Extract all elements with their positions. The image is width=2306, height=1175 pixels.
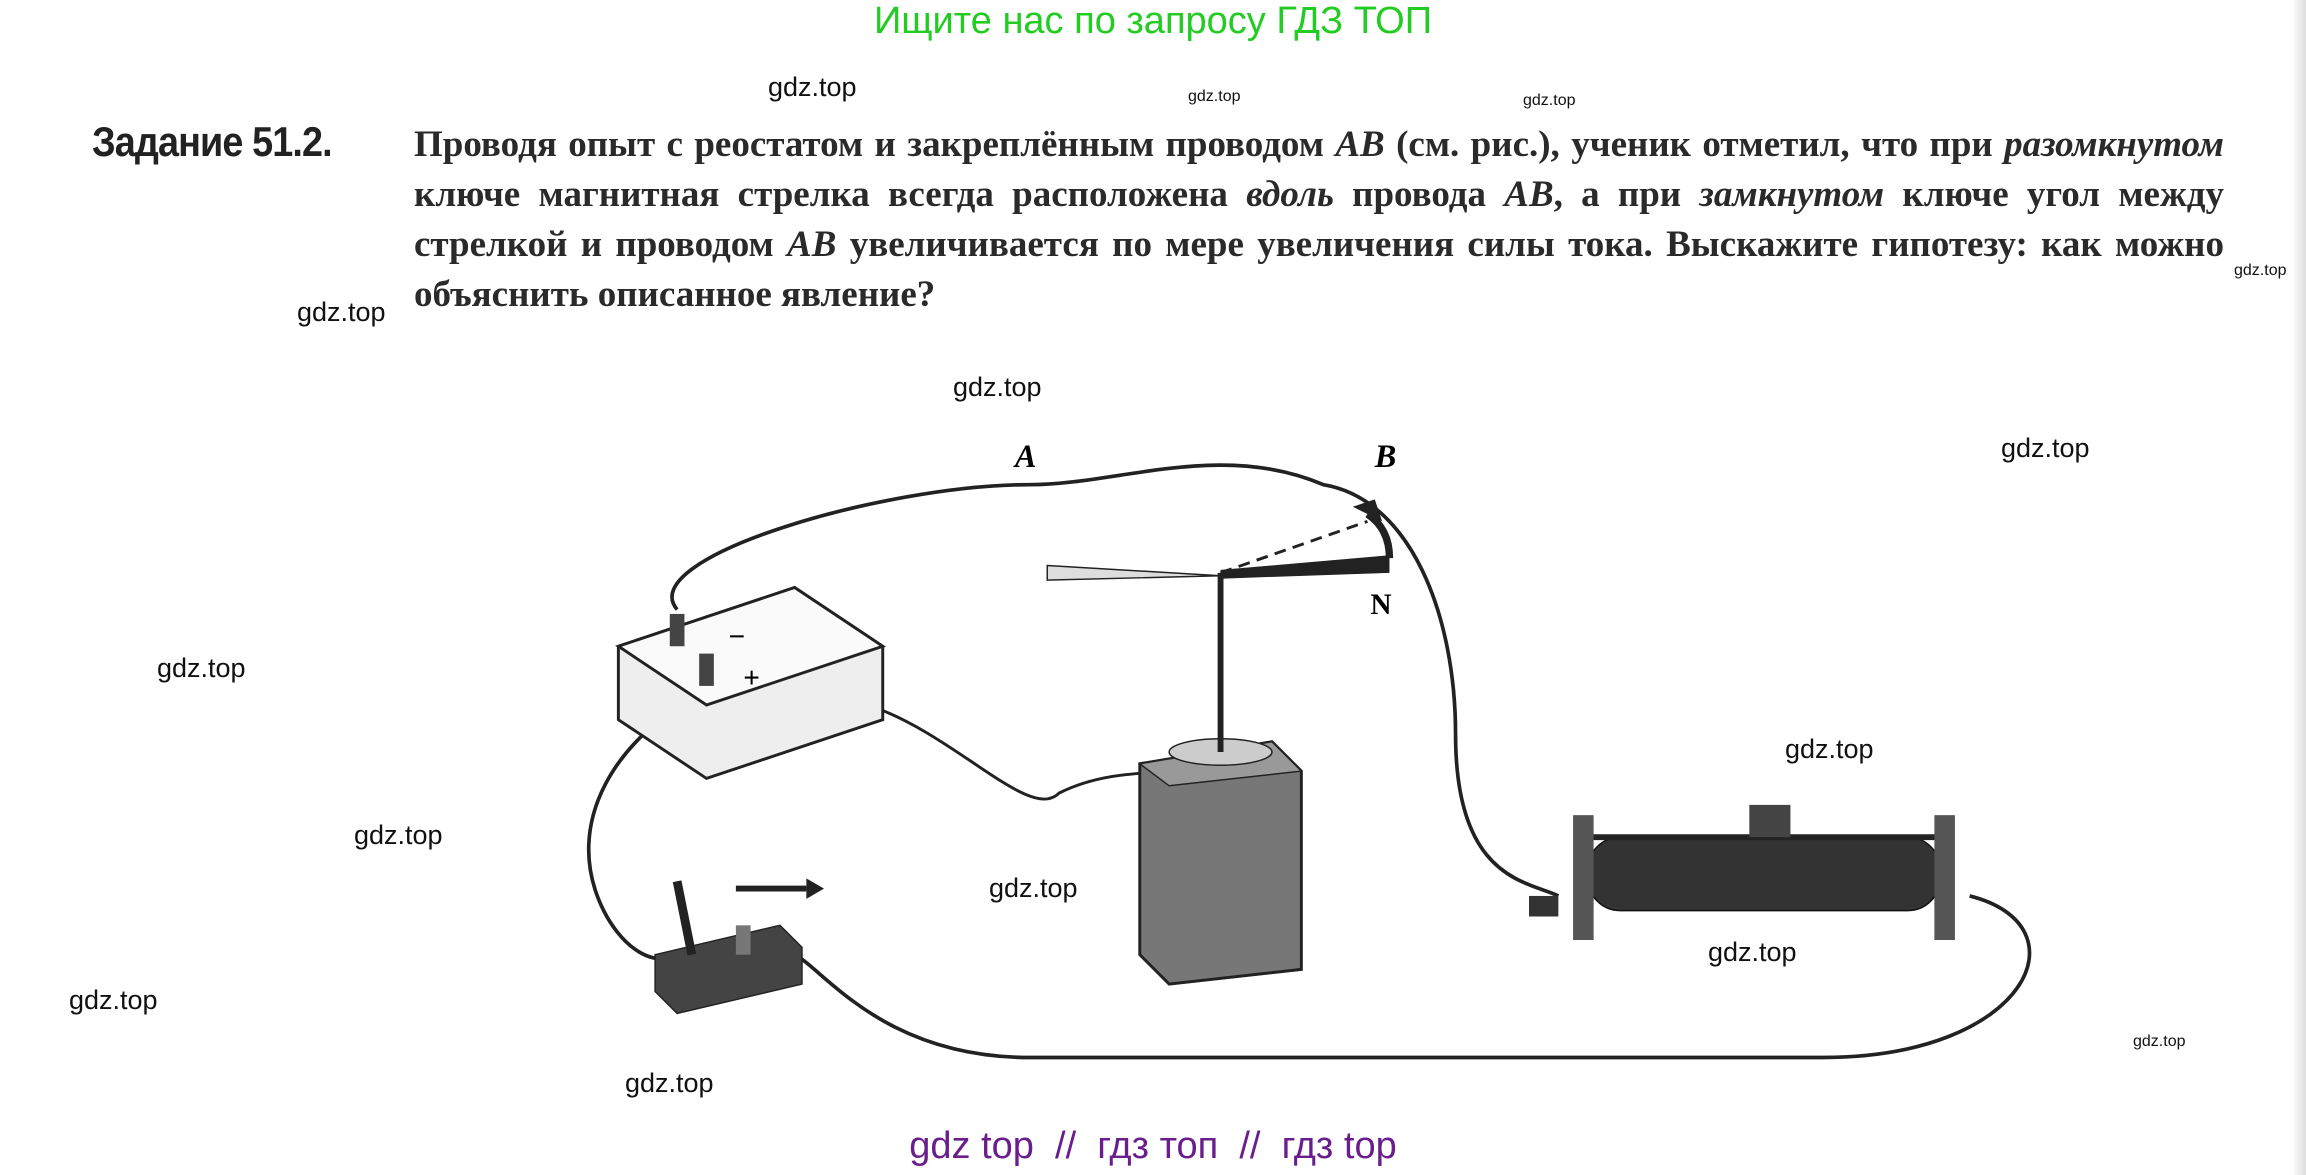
text-part: ключе магнитная стрелка всегда расположе… bbox=[414, 174, 1247, 215]
text-part: Проводя опыт с реостатом и закреплённым … bbox=[414, 124, 1336, 165]
watermark: gdz.top bbox=[953, 372, 1042, 402]
battery: − + bbox=[615, 585, 887, 781]
watermark: gdz.top bbox=[1708, 937, 1797, 967]
rheostat bbox=[1529, 804, 1955, 940]
task-number: Задание 51.2. bbox=[92, 118, 333, 165]
wire-label: AB bbox=[787, 224, 837, 265]
wire bbox=[793, 894, 2032, 1060]
emphasis-open: разомкнутом bbox=[2004, 124, 2224, 165]
label-b: B bbox=[1374, 438, 1397, 474]
watermark: gdz.top bbox=[2001, 433, 2090, 463]
battery-minus-label: − bbox=[729, 621, 746, 653]
wire bbox=[670, 463, 1560, 898]
watermark: gdz.top bbox=[2133, 1033, 2186, 1050]
text-part: провода bbox=[1333, 174, 1505, 215]
text-part: , а при bbox=[1553, 174, 1700, 215]
task-text: Проводя опыт с реостатом и закреплённым … bbox=[414, 120, 2224, 320]
text-part: ключе угол между стрелкой и проводом bbox=[414, 174, 2224, 265]
bottom-banner[interactable]: gdz top // гдз топ // гдз top bbox=[909, 1125, 1397, 1167]
emphasis-along: вдоль bbox=[1246, 174, 1334, 215]
wire-label: AB bbox=[1335, 124, 1385, 165]
page-edge-shadow bbox=[2292, 0, 2306, 1175]
watermark: gdz.top bbox=[297, 297, 386, 327]
label-a: A bbox=[1013, 438, 1037, 474]
label-n: N bbox=[1370, 589, 1391, 621]
watermark: gdz.top bbox=[989, 873, 1078, 903]
watermark: gdz.top bbox=[354, 820, 443, 850]
watermark: gdz.top bbox=[625, 1068, 714, 1098]
watermark: gdz.top bbox=[1188, 88, 1241, 105]
watermark: gdz.top bbox=[1785, 734, 1874, 764]
switch-key bbox=[654, 878, 824, 1015]
watermark: gdz.top bbox=[2234, 262, 2287, 279]
text-part: увеличивается по мере увеличения силы то… bbox=[414, 224, 2224, 315]
text-part: (см. рис.), ученик отметил, что при bbox=[1384, 124, 2005, 165]
top-banner[interactable]: Ищите нас по запросу ГДЗ ТОП bbox=[873, 0, 1433, 42]
watermark: gdz.top bbox=[157, 653, 246, 683]
wire-label: AB bbox=[1504, 174, 1554, 215]
watermark: gdz.top bbox=[768, 72, 857, 102]
compass-stand: A B N bbox=[1013, 438, 1397, 986]
watermark: gdz.top bbox=[1523, 92, 1576, 109]
emphasis-closed: замкнутом bbox=[1699, 174, 1885, 215]
watermark: gdz.top bbox=[69, 985, 158, 1015]
battery-plus-label: + bbox=[743, 662, 760, 694]
